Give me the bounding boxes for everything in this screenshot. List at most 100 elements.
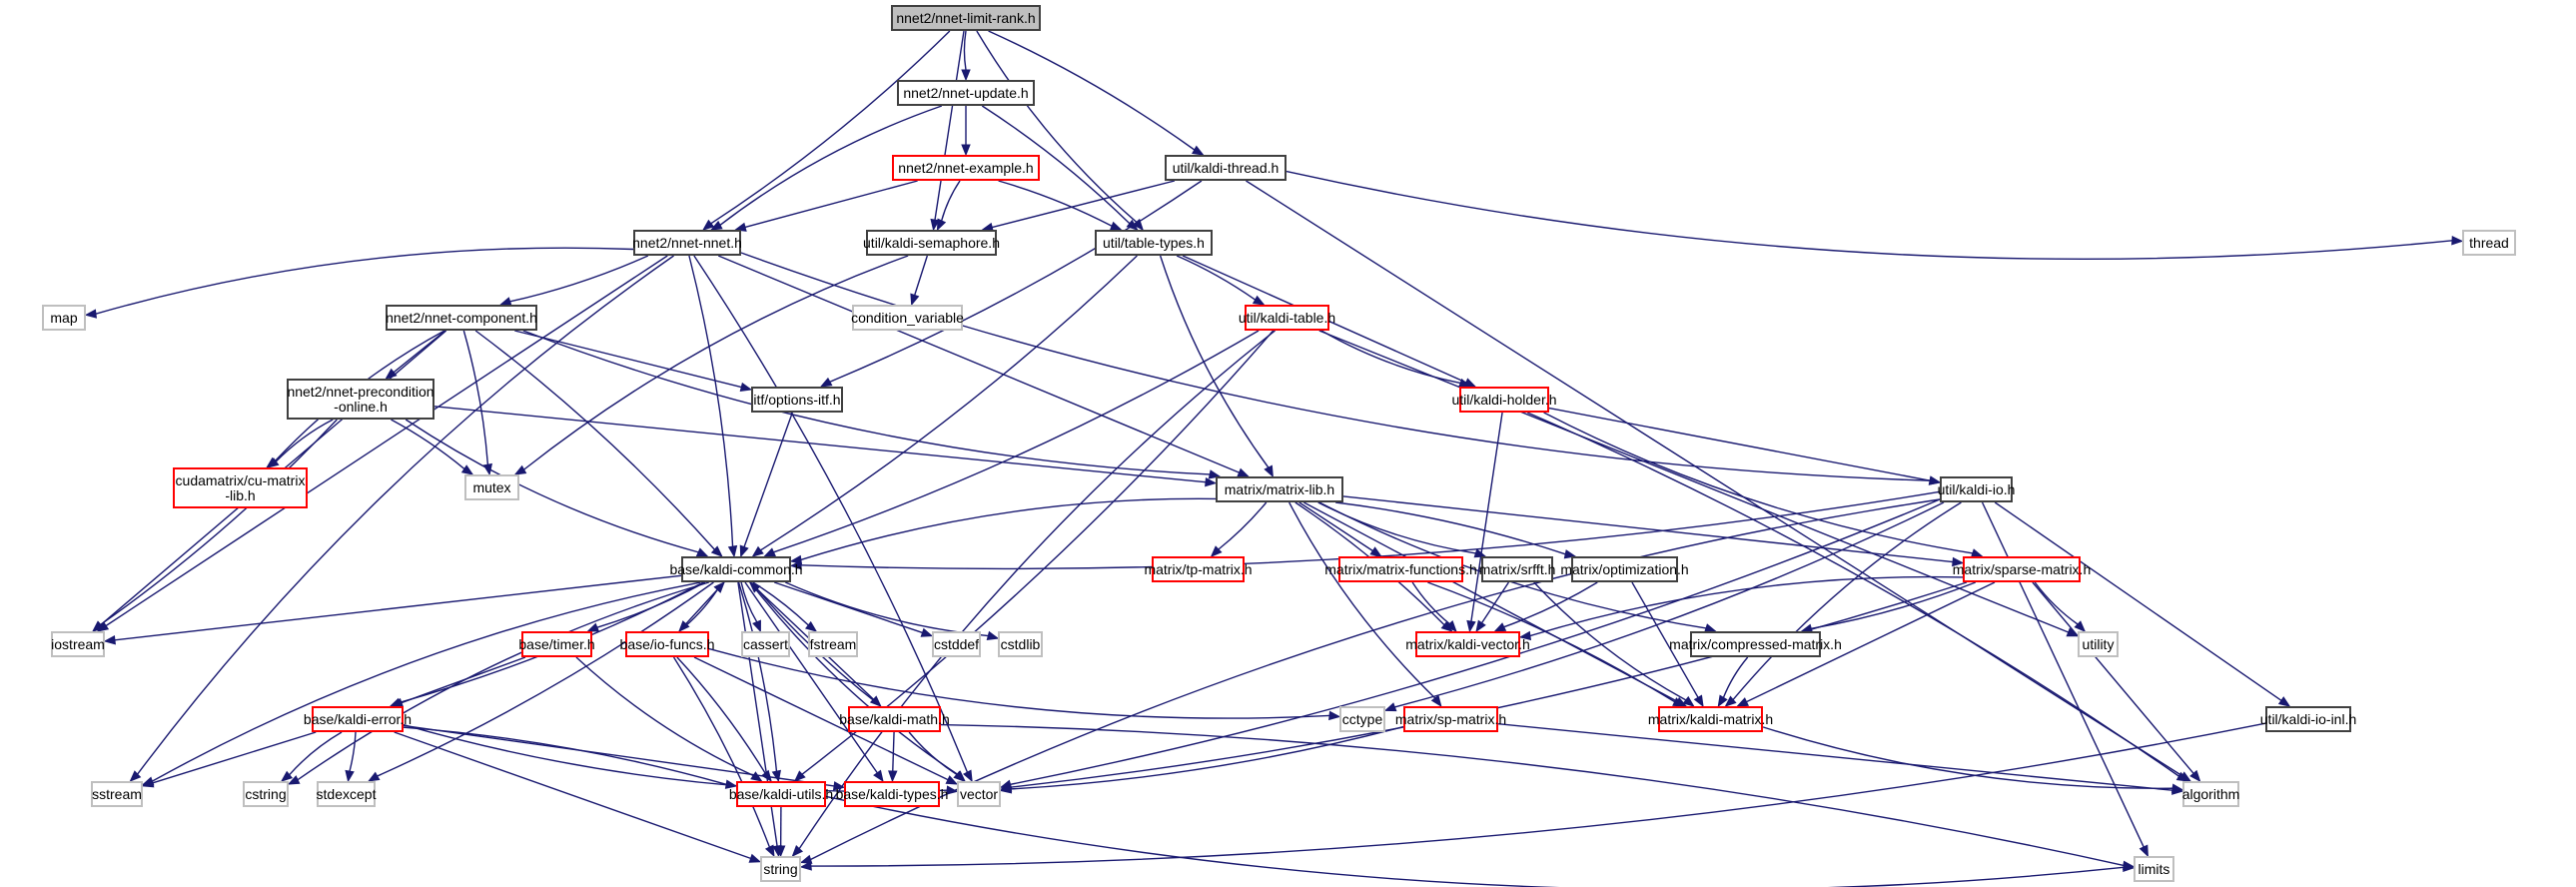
node-error[interactable]: base/kaldi-error.h bbox=[304, 706, 412, 732]
arrowhead-icon bbox=[2170, 783, 2184, 793]
node-kmatrix[interactable]: matrix/kaldi-matrix.h bbox=[1648, 706, 1773, 732]
edge-precond-to-iostream bbox=[100, 419, 338, 626]
edge-kalditable-to-string bbox=[798, 330, 1276, 850]
edge-matrixlib-to-common bbox=[800, 497, 1217, 561]
node-sparse[interactable]: matrix/sparse-matrix.h bbox=[1953, 556, 2091, 582]
edge-common-to-sstream bbox=[152, 581, 701, 782]
node-kvector[interactable]: matrix/kaldi-vector.h bbox=[1405, 631, 1530, 657]
node-kmath[interactable]: base/kaldi-math.h bbox=[839, 706, 950, 732]
edge-nnet-to-map bbox=[95, 247, 634, 315]
node-nnet[interactable]: nnet2/nnet-nnet.h bbox=[632, 230, 742, 256]
node-kaldiio[interactable]: util/kaldi-io.h bbox=[1938, 476, 2015, 502]
node-optionsitf[interactable]: itf/options-itf.h bbox=[751, 387, 843, 413]
edge-srfft-to-kmatrix bbox=[1533, 581, 1687, 701]
node-compressed[interactable]: matrix/compressed-matrix.h bbox=[1669, 631, 1842, 657]
edge-example-to-sema bbox=[940, 180, 961, 222]
arrowhead-icon bbox=[936, 218, 947, 232]
edge-common-to-cassert bbox=[740, 581, 758, 623]
arrowhead-icon bbox=[920, 627, 934, 637]
arrowhead-icon bbox=[1192, 145, 1205, 156]
edge-holder-to-sparse bbox=[1543, 412, 1974, 554]
node-tabletypes[interactable]: util/table-types.h bbox=[1095, 230, 1213, 256]
arrowhead-icon bbox=[1445, 620, 1457, 633]
node-common[interactable]: base/kaldi-common.h bbox=[669, 556, 803, 582]
arrowhead-icon bbox=[91, 620, 105, 632]
edge-common-to-iostream bbox=[114, 574, 682, 641]
arrowhead-icon bbox=[1493, 622, 1507, 632]
node-matfunc[interactable]: matrix/matrix-functions.h bbox=[1324, 556, 1477, 582]
node-thread_h[interactable]: util/kaldi-thread.h bbox=[1165, 155, 1287, 181]
arrowhead-icon bbox=[961, 69, 971, 82]
arrowhead-icon bbox=[739, 544, 749, 558]
node-sema[interactable]: util/kaldi-semaphore.h bbox=[863, 230, 1000, 256]
arrowhead-icon bbox=[1466, 619, 1476, 633]
arrowhead-icon bbox=[748, 581, 761, 593]
node-precond[interactable]: nnet2/nnet-precondition -online.h bbox=[287, 379, 434, 420]
edge-root-to-update bbox=[963, 30, 967, 71]
node-cumatrix[interactable]: cudamatrix/cu-matrix -lib.h bbox=[173, 467, 308, 508]
arrowhead-icon bbox=[945, 775, 959, 785]
node-update[interactable]: nnet2/nnet-update.h bbox=[897, 80, 1035, 106]
arrowhead-icon bbox=[2189, 769, 2201, 783]
edge-kaldiio-to-ioinl bbox=[1994, 501, 2282, 701]
edge-kmath-to-types bbox=[892, 731, 895, 772]
arrowhead-icon bbox=[999, 784, 1013, 794]
edge-root-to-thread_h bbox=[988, 30, 1196, 151]
node-ioinl[interactable]: util/kaldi-io-inl.h bbox=[2260, 706, 2356, 732]
arrowhead-icon bbox=[986, 630, 1000, 640]
node-component[interactable]: nnet2/nnet-component.h bbox=[386, 305, 537, 331]
node-map: map bbox=[42, 305, 86, 331]
edge-matrixlib-to-sparse bbox=[1342, 495, 1954, 563]
arrowhead-icon bbox=[84, 309, 97, 319]
edge-matrixlib-to-srfft bbox=[1317, 501, 1476, 554]
edge-spmatrix-to-vector bbox=[1010, 725, 1404, 790]
edge-iofuncs-to-cctype bbox=[708, 647, 1330, 719]
node-sstream: sstream bbox=[91, 781, 143, 807]
node-iofuncs[interactable]: base/io-funcs.h bbox=[620, 631, 714, 657]
arrowhead-icon bbox=[129, 770, 142, 782]
node-stdexcept: stdexcept bbox=[317, 781, 376, 807]
edge-thread_h-to-sema bbox=[992, 180, 1176, 229]
arrowhead-icon bbox=[953, 770, 966, 782]
node-holder[interactable]: util/kaldi-holder.h bbox=[1451, 387, 1557, 413]
arrowhead-icon bbox=[748, 853, 762, 863]
node-matrixlib[interactable]: matrix/matrix-lib.h bbox=[1216, 476, 1343, 502]
node-tpmatrix[interactable]: matrix/tp-matrix.h bbox=[1144, 556, 1253, 582]
arrowhead-icon bbox=[832, 781, 846, 791]
node-root[interactable]: nnet2/nnet-limit-rank.h bbox=[891, 5, 1041, 31]
edge-iofuncs-to-common bbox=[678, 588, 718, 632]
edge-root-to-sema bbox=[934, 30, 965, 221]
edge-timer-to-utils bbox=[575, 656, 754, 777]
edge-precond-to-common bbox=[405, 419, 699, 553]
arrowhead-icon bbox=[763, 547, 776, 557]
node-example[interactable]: nnet2/nnet-example.h bbox=[892, 155, 1040, 181]
edge-kmath-to-limits bbox=[940, 723, 2125, 867]
edge-tabletypes-to-matrixlib bbox=[1159, 255, 1270, 468]
arrowhead-icon bbox=[460, 464, 474, 475]
edge-component-to-precond bbox=[393, 330, 446, 374]
node-optim[interactable]: matrix/optimization.h bbox=[1560, 556, 1689, 582]
edge-compressed-to-kmatrix bbox=[1722, 656, 1749, 698]
edge-kmatrix-to-algorithm bbox=[1762, 726, 2173, 790]
arrowhead-icon bbox=[1210, 545, 1223, 557]
arrowhead-icon bbox=[1237, 467, 1251, 477]
node-timer[interactable]: base/timer.h bbox=[518, 631, 595, 657]
node-utils[interactable]: base/kaldi-utils.h bbox=[729, 781, 833, 807]
node-utility: utility bbox=[2078, 631, 2119, 657]
node-types[interactable]: base/kaldi-types.h bbox=[836, 781, 948, 807]
edge-spmatrix-to-algorithm bbox=[1497, 722, 2173, 791]
node-srfft[interactable]: matrix/srfft.h bbox=[1479, 556, 1555, 582]
arrowhead-icon bbox=[946, 785, 959, 795]
edge-component-to-mutex bbox=[462, 330, 489, 465]
arrowhead-icon bbox=[1672, 697, 1685, 707]
arrowhead-icon bbox=[771, 769, 781, 783]
node-spmatrix[interactable]: matrix/sp-matrix.h bbox=[1395, 706, 1506, 732]
arrowhead-icon bbox=[1383, 702, 1397, 712]
node-kalditable[interactable]: util/kaldi-table.h bbox=[1239, 305, 1335, 331]
node-thread: thread bbox=[2462, 230, 2516, 256]
node-algorithm: algorithm bbox=[2182, 781, 2239, 807]
edge-sema-to-mutex bbox=[523, 255, 909, 470]
edge-matrixlib-to-spmatrix bbox=[1288, 501, 1436, 699]
edge-nnet-to-sstream bbox=[137, 255, 674, 775]
